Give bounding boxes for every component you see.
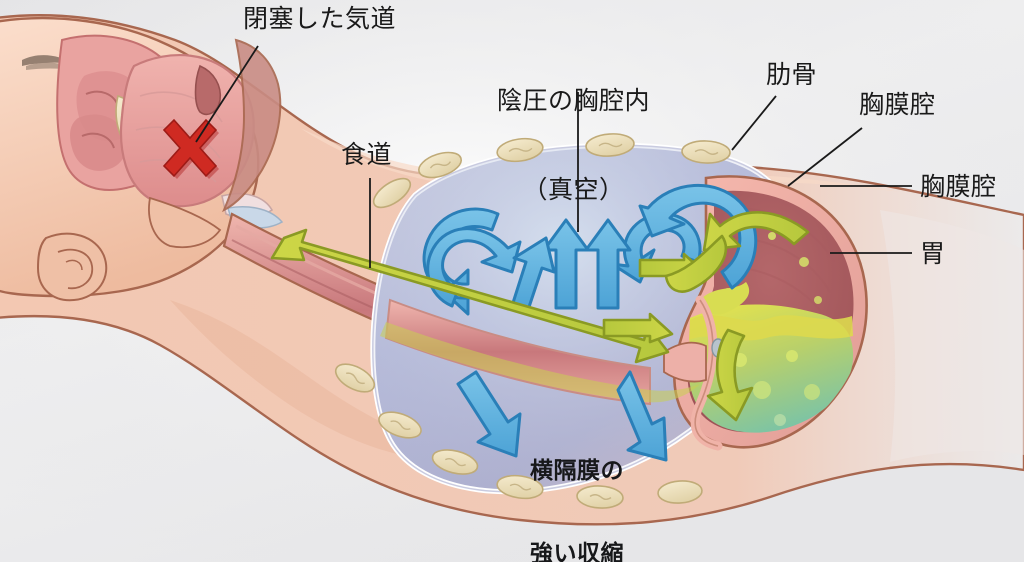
label-stomach: 胃 xyxy=(920,239,946,268)
label-pleural-space-upper: 胸膜腔 xyxy=(859,90,936,119)
label-ribs: 肋骨 xyxy=(766,60,818,89)
label-diaphragm-line1: 横隔膜の xyxy=(530,458,624,485)
airway-blocked-x-mark xyxy=(162,118,219,179)
rib xyxy=(334,363,376,393)
eyebrow xyxy=(22,55,74,66)
rib xyxy=(372,177,412,209)
label-esophagus: 食道 xyxy=(341,140,393,169)
head-sagittal-section xyxy=(0,16,284,302)
blue-arrow-curve-right-inner xyxy=(610,212,702,284)
blue-arrow-down-right xyxy=(616,370,668,462)
reflux-stream xyxy=(664,234,728,293)
droplet xyxy=(799,257,809,267)
ear xyxy=(36,232,108,302)
ribs-group xyxy=(334,133,731,509)
neck-shading xyxy=(170,300,500,464)
diaphragm-band xyxy=(380,322,700,403)
blue-arrow-down-left xyxy=(456,370,522,458)
label-negative-pressure-line2: （真空） xyxy=(522,174,625,204)
esophagus-in-cavity xyxy=(384,298,651,406)
pharyngeal-wall xyxy=(222,38,282,213)
bubble xyxy=(774,414,786,426)
uvula xyxy=(194,64,222,116)
bubble xyxy=(804,384,820,400)
ear-tragus xyxy=(65,259,83,271)
tongue-texture-1 xyxy=(139,91,223,123)
rib xyxy=(431,449,479,475)
bubble xyxy=(753,381,771,399)
negative-pressure-arrows xyxy=(422,183,758,462)
rib xyxy=(585,133,635,157)
ear-inner xyxy=(57,248,94,290)
turbinate-line-2 xyxy=(81,132,115,149)
mandible xyxy=(148,196,222,249)
label-negative-pressure-line1: 陰圧の胸腔内 xyxy=(497,86,651,115)
blue-arrow-up-center xyxy=(542,218,590,310)
reflux-arrow-cardia-up xyxy=(706,328,754,422)
blue-arrow-up-left xyxy=(510,236,556,312)
blue-arrow-up-right xyxy=(584,218,632,310)
rib xyxy=(418,151,462,179)
reflux-splash xyxy=(700,282,750,315)
rib xyxy=(496,137,544,163)
leader-ribs xyxy=(731,95,777,151)
leader-pleural-upper xyxy=(787,127,863,187)
rib xyxy=(681,140,731,164)
label-negative-pressure: 陰圧の胸腔内 （真空） xyxy=(497,27,650,263)
right-edge-fade xyxy=(880,210,1024,462)
x-mark xyxy=(162,118,218,178)
label-diaphragm-line2: 強い収縮 xyxy=(530,540,624,562)
blue-arrow-curve-right-outer xyxy=(638,183,758,290)
rib xyxy=(496,474,544,500)
bubble xyxy=(786,350,798,362)
reflux-arrows xyxy=(270,211,810,422)
turbinate-middle xyxy=(70,114,128,171)
label-diaphragm-contraction: 横隔膜の 強い収縮 xyxy=(530,403,624,562)
label-obstructed-airway: 閉塞した気道 xyxy=(243,4,397,33)
leader-obstructed-airway xyxy=(195,45,259,143)
leader-lines xyxy=(195,45,912,268)
reflux-arrow-left-lower xyxy=(602,312,674,344)
label-pleural-space-right: 胸膜腔 xyxy=(920,172,997,201)
rib xyxy=(657,480,703,504)
cardia xyxy=(663,341,707,383)
rib xyxy=(576,485,624,509)
droplet xyxy=(768,232,776,240)
droplet xyxy=(814,296,822,304)
ear-outline xyxy=(36,232,108,302)
reflux-arrow-esophagus-double xyxy=(270,228,670,364)
rib xyxy=(378,411,422,439)
lesser-curvature-outline xyxy=(694,299,719,447)
reflux-arrow-stomach-top xyxy=(702,211,810,252)
